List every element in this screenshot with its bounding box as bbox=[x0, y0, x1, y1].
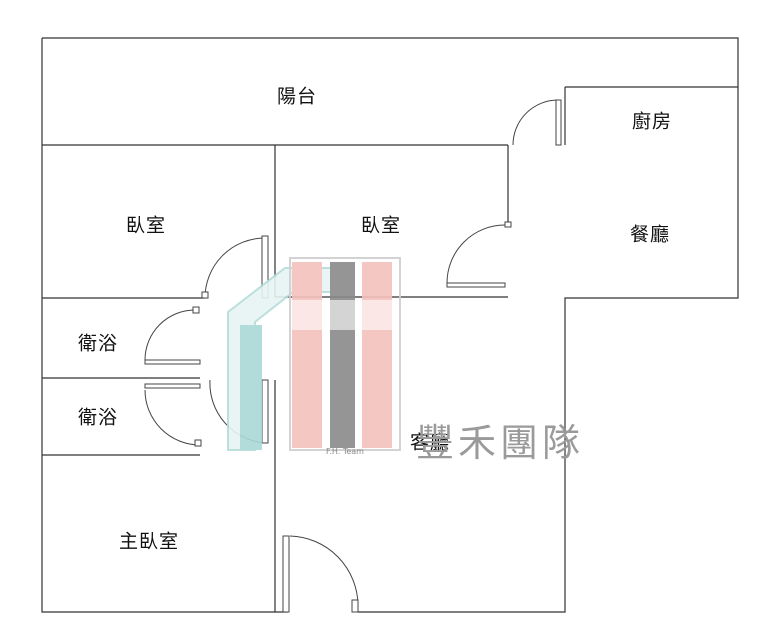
room-kitchen: 廚房 bbox=[631, 110, 673, 133]
door-bedroom1 bbox=[204, 237, 266, 299]
door-bath1 bbox=[144, 309, 196, 361]
door-balcony-kitchen bbox=[512, 99, 559, 146]
room-balcony: 陽台 bbox=[276, 85, 318, 108]
room-bathroom-1: 衛浴 bbox=[77, 332, 119, 355]
room-bedroom-1: 臥室 bbox=[125, 214, 167, 237]
watermark-sub: F.H. Team bbox=[326, 447, 364, 456]
door-entry bbox=[289, 535, 359, 606]
door-bath2 bbox=[144, 389, 201, 446]
watermark-brand: 豐禾團隊 bbox=[416, 421, 585, 465]
outer-wall bbox=[42, 37, 739, 613]
room-bedroom-2: 臥室 bbox=[360, 214, 402, 237]
room-master-bedroom: 主臥室 bbox=[118, 530, 180, 553]
outer-wall-left bbox=[41, 38, 288, 613]
room-living: 客廳 bbox=[409, 431, 451, 454]
watermark-logo bbox=[227, 257, 401, 451]
door-bedroom2 bbox=[446, 224, 506, 284]
room-dining: 餐廳 bbox=[629, 223, 671, 246]
room-bathroom-2: 衛浴 bbox=[77, 406, 119, 429]
